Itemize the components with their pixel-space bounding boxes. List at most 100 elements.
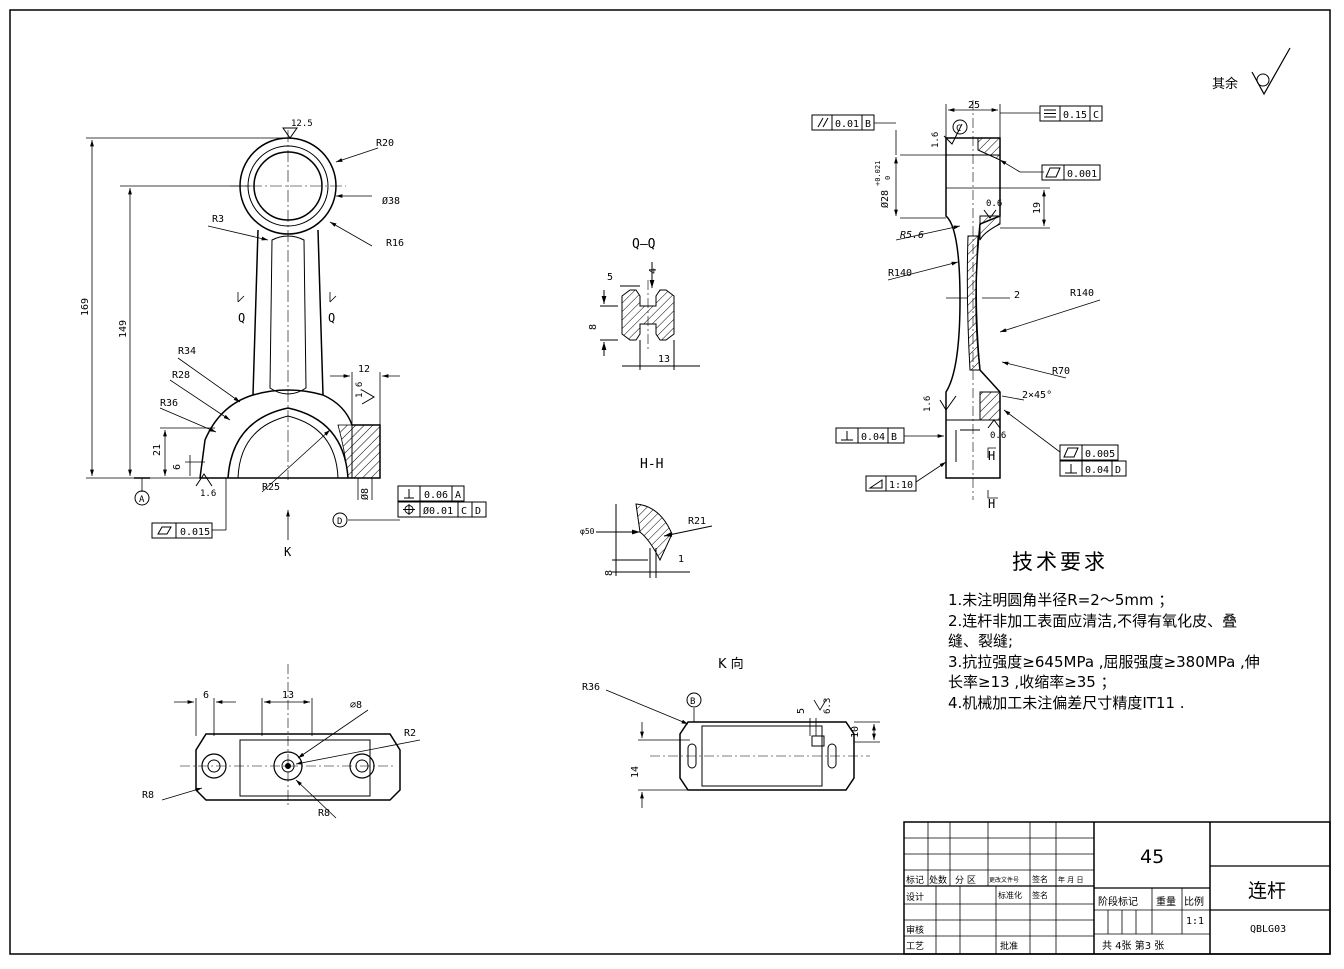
svg-text:0.15: 0.15 — [1063, 110, 1087, 121]
hh-dim-8: 8 — [604, 570, 615, 576]
qq-dim-8: 8 — [588, 324, 599, 330]
front-view-dimensions — [86, 137, 400, 540]
side-view-symbols — [939, 119, 1001, 429]
svg-text:R16: R16 — [386, 238, 404, 249]
requirement-2: 2.连杆非加工表面应清洁,不得有氧化皮、叠 — [948, 612, 1238, 630]
qq-section-title: Q—Q — [632, 237, 656, 252]
svg-text:Q: Q — [238, 311, 245, 325]
svg-text:1:10: 1:10 — [889, 480, 913, 491]
svg-text:Ø38: Ø38 — [382, 195, 400, 207]
svg-text:R3: R3 — [212, 214, 224, 225]
sheet-border — [9, 9, 1331, 955]
requirements-title: 技术要求 — [1012, 550, 1108, 574]
svg-text:1.6: 1.6 — [355, 382, 365, 398]
svg-text:21: 21 — [152, 444, 163, 456]
gdt-pos-ref2: D — [475, 506, 481, 517]
gdt-pos-value: Ø0.01 — [423, 505, 453, 517]
tb-row-process: 工艺 — [906, 942, 925, 952]
svg-text:+0.021: +0.021 — [874, 161, 882, 186]
tb-ratio: 比例 — [1184, 897, 1204, 908]
front-view-symbols — [134, 127, 375, 528]
svg-text:6.3: 6.3 — [823, 698, 833, 714]
svg-text:R8: R8 — [318, 808, 330, 819]
svg-text:R2: R2 — [404, 728, 416, 739]
tb-header-zone: 分 区 — [955, 876, 976, 886]
svg-text:Q: Q — [328, 311, 335, 325]
svg-text:C: C — [1093, 110, 1099, 121]
k-view-labels: B R36 5 6.3 14 10 — [582, 682, 861, 778]
svg-text:R140: R140 — [888, 268, 912, 279]
side-view-labels: 25 Ø28 +0.021 0 19 R5.6 R140 2 R140 R70 … — [874, 100, 1094, 511]
title-block — [903, 821, 1331, 955]
svg-text:2×45°: 2×45° — [1022, 390, 1052, 401]
bottom-view — [180, 664, 401, 806]
svg-text:12: 12 — [358, 364, 370, 375]
requirement-2-cont: 缝、裂缝; — [948, 632, 1014, 650]
gdt-perp-a-value: 0.06 — [424, 490, 448, 501]
svg-text:6: 6 — [172, 464, 183, 470]
tb-header-sign: 签名 — [1032, 875, 1048, 884]
svg-text:1.6: 1.6 — [923, 396, 933, 412]
tb-header-count: 处数 — [929, 876, 948, 886]
svg-text:0: 0 — [884, 176, 892, 180]
bottom-view-dimensions — [161, 698, 421, 819]
svg-text:0.01: 0.01 — [835, 119, 859, 130]
svg-text:25: 25 — [968, 100, 980, 111]
svg-text:其余: 其余 — [1212, 76, 1238, 92]
hh-section-title: H-H — [640, 457, 663, 472]
svg-text:B: B — [891, 432, 897, 443]
svg-text:R140: R140 — [1070, 288, 1094, 299]
svg-text:14: 14 — [630, 766, 641, 778]
datum-b-symbol — [686, 692, 702, 708]
svg-text:169: 169 — [80, 298, 91, 316]
svg-text:Ø8: Ø8 — [359, 488, 371, 500]
gdt-side-values: 0.01 B 0.15 C 0.001 0.04 B 1:10 0.005 0.… — [835, 110, 1121, 491]
tb-stage-mark: 阶段标记 — [1098, 897, 1138, 908]
requirement-1: 1.未注明圆角半径R=2～5mm ； — [948, 591, 1174, 609]
svg-text:R28: R28 — [172, 370, 190, 381]
surface-roughness-note: 其余 — [1212, 47, 1291, 96]
requirement-4: 4.机械加工未注偏差尺寸精度IT11 . — [948, 694, 1185, 712]
svg-text:0.6: 0.6 — [986, 199, 1002, 209]
k-view-dimensions — [605, 689, 880, 808]
svg-text:R36: R36 — [160, 398, 178, 409]
tb-row-sign2: 签名 — [1032, 891, 1048, 900]
gdt-perp-a-ref: A — [455, 490, 461, 501]
svg-text:5: 5 — [796, 708, 807, 714]
svg-text:Ø28: Ø28 — [879, 190, 891, 208]
tb-scale: 1:1 — [1186, 916, 1205, 927]
svg-text:0.005: 0.005 — [1085, 449, 1115, 460]
datum-a-label: A — [139, 495, 145, 505]
tb-header-date: 年 月 日 — [1058, 876, 1084, 884]
datum-d-label: D — [337, 517, 342, 527]
bottom-view-labels: 6 13 ∅8 R2 R8 R8 — [142, 690, 416, 819]
svg-text:149: 149 — [118, 320, 129, 338]
svg-text:H: H — [988, 449, 995, 463]
requirement-3-cont: 长率≥13 ,收缩率≥35 ； — [948, 673, 1116, 691]
svg-text:R70: R70 — [1052, 366, 1070, 377]
svg-text:0.04: 0.04 — [861, 432, 885, 443]
svg-text:1.6: 1.6 — [200, 489, 216, 499]
hh-dim-phi50: φ50 — [580, 527, 595, 536]
tb-row-design: 设计 — [906, 893, 925, 903]
tb-drawing-no: QBLG03 — [1250, 924, 1287, 935]
front-view — [199, 130, 381, 480]
side-view — [945, 100, 1001, 500]
datum-c-label: C — [956, 124, 961, 134]
svg-text:R20: R20 — [376, 138, 394, 149]
k-view-title: K 向 — [718, 656, 744, 672]
tb-header-docno: 更改文件号 — [989, 877, 1020, 884]
svg-text:0.04: 0.04 — [1085, 465, 1109, 476]
svg-text:0.001: 0.001 — [1067, 169, 1097, 180]
tb-sheets: 共 4张 第3 张 — [1102, 941, 1165, 952]
svg-text:6: 6 — [203, 690, 209, 701]
qq-dim-4: 4 — [648, 268, 659, 274]
tb-row-check: 审核 — [906, 926, 925, 936]
gdt-pos-ref1: C — [461, 506, 467, 517]
hh-section — [596, 503, 713, 578]
svg-text:R5.6: R5.6 — [900, 230, 924, 241]
front-view-labels: R20 Ø38 R16 R3 169 149 R34 R28 R36 21 6 … — [80, 119, 404, 559]
svg-text:R8: R8 — [142, 790, 154, 801]
svg-text:10: 10 — [850, 726, 861, 738]
